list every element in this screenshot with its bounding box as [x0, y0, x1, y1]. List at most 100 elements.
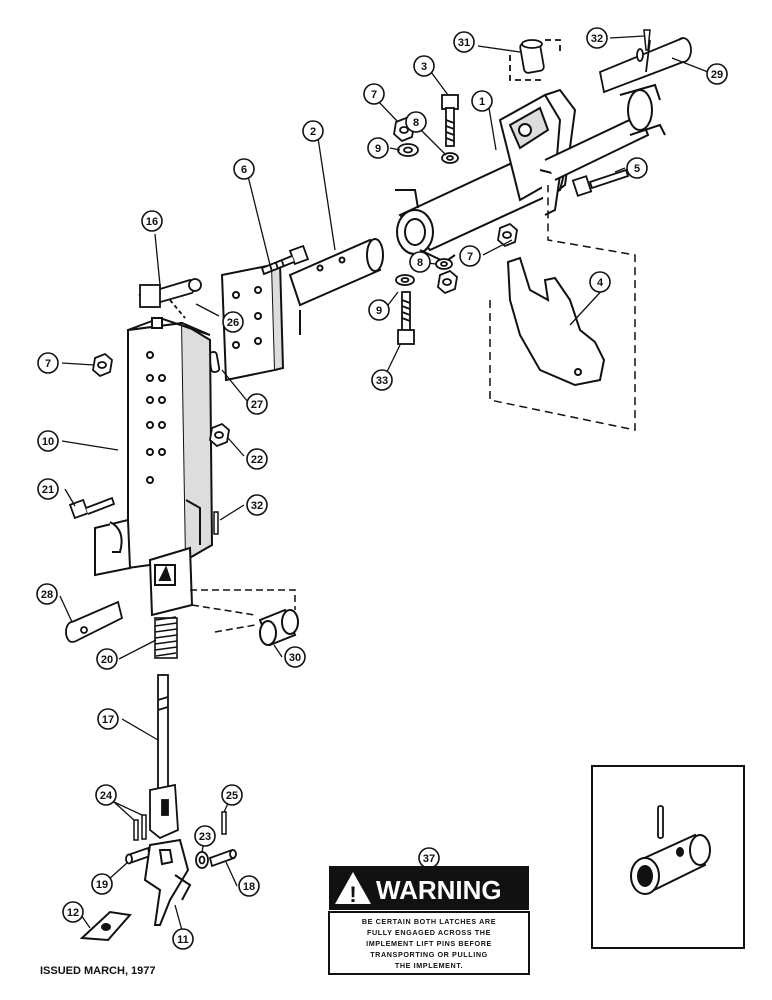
callout-circle	[238, 875, 260, 897]
warning-line: IMPLEMENT LIFT PINS BEFORE	[366, 939, 492, 948]
callout-number: 30	[289, 652, 301, 664]
callout-circle	[62, 901, 84, 923]
callout-circle	[194, 825, 216, 847]
inset-box	[591, 765, 745, 949]
part-bolt-3	[441, 94, 459, 147]
callout-circle	[97, 708, 119, 730]
callout-21: 21	[37, 478, 59, 500]
part-pin-19	[125, 846, 152, 865]
callout-18: 18	[238, 875, 260, 897]
callout-circle	[302, 120, 324, 142]
callout-circle	[172, 928, 194, 950]
callout-number: 7	[467, 251, 473, 263]
callout-circle	[471, 90, 493, 112]
callout-number: 12	[67, 907, 79, 919]
callout-number: 3	[421, 61, 427, 73]
warning-text-lines: BE CERTAIN BOTH LATCHES ARE FULLY ENGAGED…	[362, 917, 496, 970]
part-bushing-35	[630, 833, 711, 895]
callout-12: 12	[62, 901, 84, 923]
part-washer-8-upper	[441, 152, 459, 164]
callout-circle	[405, 111, 427, 133]
callout-number: 24	[100, 790, 113, 802]
callout-circle	[95, 784, 117, 806]
part-washer-8-lower	[435, 258, 453, 270]
callout-number: 6	[241, 164, 247, 176]
callout-number: 32	[251, 500, 263, 512]
callout-17: 17	[97, 708, 119, 730]
callout-number: 26	[227, 317, 239, 329]
part-bolt-21	[68, 496, 116, 520]
callout-31: 31	[453, 31, 475, 53]
svg-text:!: !	[349, 882, 356, 907]
callout-circle	[222, 311, 244, 333]
callout-circle	[459, 245, 481, 267]
callout-number: 16	[146, 216, 158, 228]
callout-number: 7	[45, 358, 51, 370]
part-pin-32-middle	[213, 511, 219, 535]
callout-number: 20	[101, 654, 113, 666]
callout-8: 8	[405, 111, 427, 133]
callout-37: 37	[418, 847, 440, 869]
callout-number: 33	[376, 375, 388, 387]
callout-33: 33	[371, 369, 393, 391]
callout-circle	[37, 352, 59, 374]
part-cotter-32-top	[643, 29, 651, 51]
callout-circle	[246, 494, 268, 516]
part-pin-25	[221, 811, 227, 835]
callout-number: 19	[96, 879, 108, 891]
callout-circle	[586, 27, 608, 49]
callout-1: 1	[471, 90, 493, 112]
callout-circle	[246, 448, 268, 470]
callout-7: 7	[363, 83, 385, 105]
callout-23: 23	[194, 825, 216, 847]
callout-6: 6	[233, 158, 255, 180]
part-tip-12	[79, 910, 132, 942]
callout-26: 26	[222, 311, 244, 333]
part-spring-20	[154, 616, 178, 659]
callout-29: 29	[706, 63, 728, 85]
callout-circle	[37, 478, 59, 500]
callout-22: 22	[246, 448, 268, 470]
callout-2: 2	[302, 120, 324, 142]
callout-number: 8	[417, 257, 423, 269]
callout-circle	[589, 271, 611, 293]
part-pin-29	[598, 37, 692, 94]
callout-number: 25	[226, 790, 238, 802]
warning-line: FULLY ENGAGED ACROSS THE	[367, 928, 491, 937]
part-bushing-30	[258, 608, 299, 647]
callout-28: 28	[36, 583, 58, 605]
part-bolt-6	[260, 244, 310, 276]
callout-number: 5	[634, 163, 640, 175]
callout-circle	[368, 299, 390, 321]
warning-line: THE IMPLEMENT.	[395, 961, 463, 970]
callout-number: 17	[102, 714, 114, 726]
callout-30: 30	[284, 646, 306, 668]
warning-line: BE CERTAIN BOTH LATCHES ARE	[362, 917, 496, 926]
warning-triangle-icon: !	[335, 872, 371, 907]
part-main-tube-housing	[395, 83, 666, 264]
callout-circle	[37, 430, 59, 452]
part-bracket-16	[138, 278, 202, 319]
callout-number: 31	[458, 37, 470, 49]
callout-number: 2	[310, 126, 316, 138]
part-bushing-31	[509, 39, 561, 81]
callout-circle	[246, 393, 268, 415]
part-pin-18	[208, 848, 237, 868]
callout-8: 8	[409, 251, 431, 273]
warning-line: TRANSPORTING OR PULLING	[370, 950, 488, 959]
part-rod-17	[149, 674, 179, 840]
callout-20: 20	[96, 648, 118, 670]
callout-5: 5	[626, 157, 648, 179]
callout-circle	[706, 63, 728, 85]
callout-7: 7	[37, 352, 59, 374]
warning-heading: WARNING	[376, 875, 502, 905]
callout-number: 28	[41, 589, 53, 601]
part-washer-9-upper	[397, 143, 419, 157]
callout-circle	[141, 210, 163, 232]
warning-decal: ! WARNING BE CERTAIN BOTH LATCHES ARE FUL…	[328, 866, 530, 975]
dashed-leader-30	[190, 589, 296, 633]
callout-circle	[413, 55, 435, 77]
part-pin-28	[65, 600, 124, 643]
leader-lines	[59, 35, 709, 935]
